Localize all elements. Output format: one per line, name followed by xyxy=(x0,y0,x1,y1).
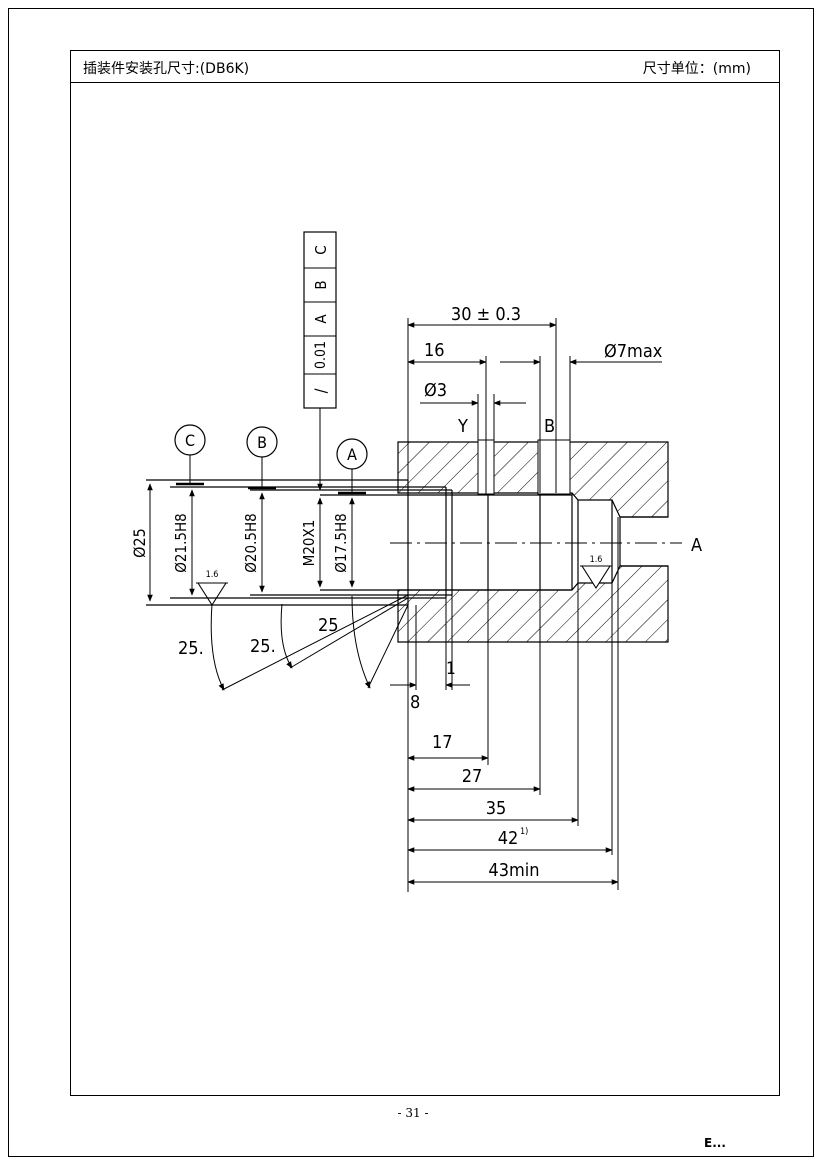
angle-25-left: 25. xyxy=(178,638,204,659)
datum-c-label: C xyxy=(185,431,195,450)
corner-mark: E... xyxy=(704,1136,726,1150)
datum-b-label: B xyxy=(257,433,267,452)
dim-8: 8 xyxy=(410,692,420,713)
roughness-symbol-left: 1.6 xyxy=(196,570,228,607)
dim-d21-5: Ø21.5H8 xyxy=(172,513,190,572)
top-dimension-lines xyxy=(407,318,662,495)
angle-25-mid: 25. xyxy=(250,636,276,657)
angle-25-right: 25 xyxy=(318,615,339,636)
dim-42: 42 xyxy=(498,828,519,849)
dim-42-note: 1) xyxy=(520,827,528,837)
port-b-label: B xyxy=(544,416,555,437)
dim-d7max: Ø7max xyxy=(604,341,663,362)
header-title: 插装件安装孔尺寸:(DB6K) xyxy=(83,61,250,77)
fcf-datum-c: C xyxy=(312,245,330,254)
panel-header: 插装件安装孔尺寸:(DB6K) 尺寸单位：(mm) xyxy=(71,51,779,83)
axis-label: A xyxy=(691,535,702,556)
bottom-dimension-lines xyxy=(390,517,619,892)
page-number: - 31 - xyxy=(397,1106,429,1120)
page-border xyxy=(8,8,814,1157)
hatched-block xyxy=(397,439,669,643)
header-unit: 尺寸单位：(mm) xyxy=(642,61,751,77)
datum-b-marker: B xyxy=(246,426,278,490)
port-y-label: Y xyxy=(457,416,468,437)
dim-d17-5: Ø17.5H8 xyxy=(332,513,350,572)
dim-1: 1 xyxy=(446,659,456,679)
fcf-datum-b: B xyxy=(312,280,330,289)
diameter-dimensions xyxy=(147,483,355,602)
roughness-symbol-right: 1.6 xyxy=(580,555,612,590)
dim-17: 17 xyxy=(432,732,453,753)
datum-a-marker: A xyxy=(336,438,368,495)
dim-35: 35 xyxy=(486,798,507,819)
dim-30: 30 ± 0.3 xyxy=(451,304,521,325)
dim-27: 27 xyxy=(462,766,483,787)
fcf-datum-a: A xyxy=(312,314,330,324)
dim-d25: Ø25 xyxy=(130,528,149,558)
dim-m20: M20X1 xyxy=(300,520,318,567)
angle-dimensions xyxy=(210,594,409,691)
fcf-tolerance: 0.01 xyxy=(313,341,329,369)
feature-control-frame: C B A 0.01 / xyxy=(303,231,337,491)
dim-d20-5: Ø20.5H8 xyxy=(242,513,260,572)
roughness-left-value: 1.6 xyxy=(206,570,219,580)
dim-43min: 43min xyxy=(488,860,539,881)
dim-16: 16 xyxy=(424,340,445,361)
dim-d3: Ø3 xyxy=(424,380,447,401)
runout-symbol: / xyxy=(311,388,330,393)
roughness-right-value: 1.6 xyxy=(590,555,603,565)
datum-c-marker: C xyxy=(174,424,206,486)
datum-a-label: A xyxy=(347,445,357,464)
